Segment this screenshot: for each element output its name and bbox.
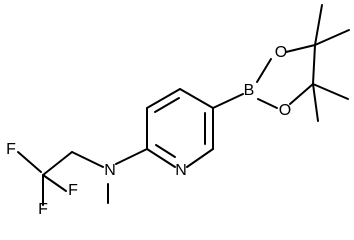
atom-label-fluorine-3: F bbox=[68, 182, 78, 199]
bond-oxygen-lower-c bbox=[289, 83, 314, 105]
bond-f1-c bbox=[17, 151, 42, 173]
atom-labels: B O O N N F F F bbox=[6, 44, 291, 218]
double-bond-c4-c3-inner bbox=[154, 97, 180, 113]
bond-methyl-3 bbox=[312, 83, 349, 100]
bond-ring-c4-c3 bbox=[146, 88, 181, 109]
bond-f3-c bbox=[42, 174, 67, 192]
bond-ring-boron bbox=[212, 93, 244, 109]
bond-c-c bbox=[312, 44, 316, 85]
bond-methyl-4 bbox=[312, 83, 319, 122]
atom-label-fluorine-1: F bbox=[6, 141, 16, 158]
atom-label-nitrogen-amine: N bbox=[104, 162, 116, 179]
atom-label-boron: B bbox=[244, 82, 255, 99]
bond-ch2-amine-n bbox=[71, 151, 104, 168]
atom-label-oxygen-upper: O bbox=[275, 44, 287, 61]
bond-boron-oxygen-lower bbox=[257, 98, 278, 109]
bond-lines bbox=[17, 4, 350, 206]
bond-ring-n-c6 bbox=[186, 148, 214, 168]
chemical-structure: B O O N N F F F bbox=[6, 4, 350, 218]
bond-ring-c2-n bbox=[146, 148, 176, 168]
double-bond-c2-n-inner bbox=[155, 144, 176, 158]
bond-c-ch2 bbox=[42, 151, 73, 176]
bond-methyl-2 bbox=[314, 29, 350, 46]
atom-label-oxygen-lower: O bbox=[279, 102, 291, 119]
atom-label-nitrogen-ring: N bbox=[175, 162, 187, 179]
bond-boron-oxygen-upper bbox=[256, 58, 272, 83]
bond-methyl-1 bbox=[314, 4, 323, 46]
bond-oxygen-upper-c bbox=[285, 44, 316, 53]
bond-ring-c5-c4 bbox=[179, 88, 214, 109]
atom-label-fluorine-2: F bbox=[38, 201, 48, 218]
bond-amine-n-ring bbox=[115, 148, 148, 165]
